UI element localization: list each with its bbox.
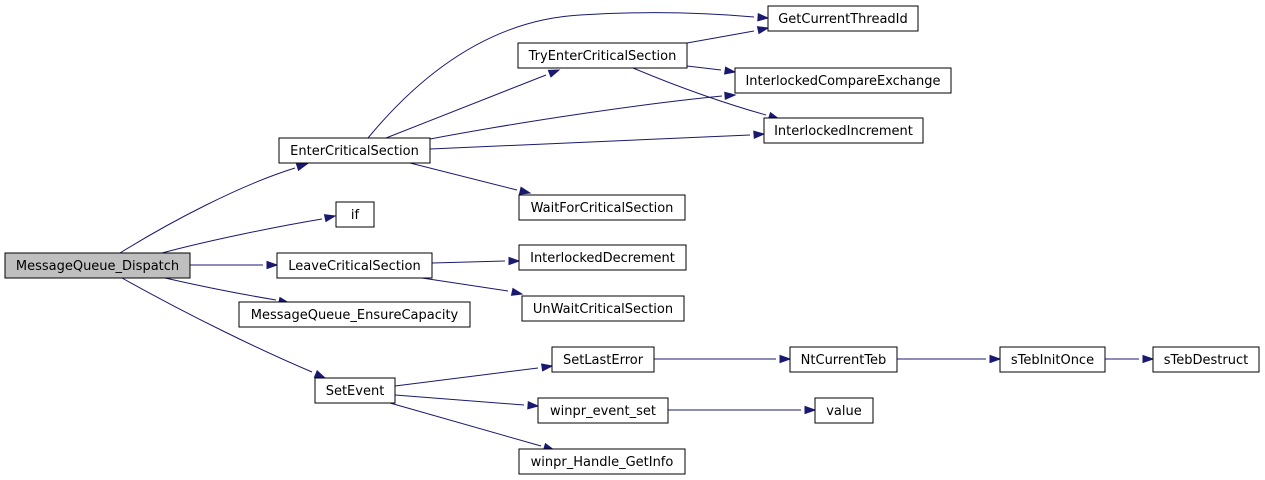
edge-line xyxy=(389,402,542,447)
arrowhead xyxy=(724,66,737,75)
node-s-teb-destruct[interactable]: sTebDestruct xyxy=(1152,346,1260,373)
edge-leave-critical-section-to-interlocked-decrement xyxy=(431,256,521,266)
edge-line xyxy=(161,218,323,254)
edge-set-event-to-winpr-event-set xyxy=(394,394,540,410)
edge-line xyxy=(686,65,722,71)
node-get-current-thread-id[interactable]: GetCurrentThreadId xyxy=(767,5,919,32)
edge-try-enter-critical-section-to-get-current-thread-id xyxy=(686,26,770,44)
node-try-enter-critical-section[interactable]: TryEnterCriticalSection xyxy=(517,42,688,69)
edge-message-queue-dispatch-to-enter-critical-section xyxy=(119,163,309,254)
edge-line xyxy=(421,277,509,292)
edge-line xyxy=(429,95,723,140)
arrowhead xyxy=(724,91,737,100)
node-label: InterlockedCompareExchange xyxy=(745,74,940,89)
node-label: WaitForCriticalSection xyxy=(531,201,674,216)
node-label: EnterCriticalSection xyxy=(290,144,419,159)
node-label: winpr_event_set xyxy=(550,404,656,419)
arrowhead xyxy=(753,130,766,139)
edge-try-enter-critical-section-to-interlocked-compare-exchange xyxy=(686,65,737,75)
edge-line xyxy=(164,277,277,301)
edge-s-teb-init-once-to-s-teb-destruct xyxy=(1105,354,1155,364)
edge-message-queue-dispatch-to-leave-critical-section xyxy=(190,260,279,270)
node-label: MessageQueue_Dispatch xyxy=(16,259,179,274)
node-winpr-event-set[interactable]: winpr_event_set xyxy=(537,397,669,424)
arrowhead xyxy=(266,260,279,270)
edge-line xyxy=(429,134,751,150)
node-label: sTebDestruct xyxy=(1164,353,1248,368)
node-set-last-error[interactable]: SetLastError xyxy=(551,346,655,373)
arrowhead xyxy=(804,405,817,415)
arrowhead xyxy=(295,163,309,172)
node-label: InterlockedIncrement xyxy=(774,124,913,139)
edge-enter-critical-section-to-wait-for-critical-section xyxy=(409,162,532,195)
edge-message-queue-dispatch-to-set-event xyxy=(121,277,327,379)
edge-winpr-event-set-to-value xyxy=(668,405,817,415)
edge-line xyxy=(119,167,296,254)
arrowhead xyxy=(779,354,792,364)
arrowhead xyxy=(989,354,1002,364)
edge-line xyxy=(632,67,767,116)
node-set-event[interactable]: SetEvent xyxy=(314,377,396,404)
node-label: UnWaitCriticalSection xyxy=(533,302,673,317)
node-label: NtCurrentTeb xyxy=(801,353,887,368)
arrowhead xyxy=(508,256,521,266)
edge-leave-critical-section-to-un-wait-critical-section xyxy=(421,277,524,296)
edge-line xyxy=(409,162,518,191)
edge-enter-critical-section-to-interlocked-compare-exchange xyxy=(429,91,737,140)
node-wait-for-critical-section[interactable]: WaitForCriticalSection xyxy=(518,194,686,221)
arrowhead xyxy=(527,401,540,410)
node-label: value xyxy=(826,404,862,419)
edge-enter-critical-section-to-get-current-thread-id xyxy=(367,12,770,139)
edge-enter-critical-section-to-try-enter-critical-section xyxy=(385,69,561,139)
arrowhead xyxy=(756,26,770,35)
node-label: sTebInitOnce xyxy=(1011,353,1094,368)
node-label: LeaveCriticalSection xyxy=(288,259,420,274)
node-label: MessageQueue_EnsureCapacity xyxy=(251,308,459,323)
edge-set-last-error-to-nt-current-teb xyxy=(654,354,792,364)
edge-set-event-to-winpr-handle-get-info xyxy=(389,402,556,451)
node-label: TryEnterCriticalSection xyxy=(528,49,677,64)
node-label: SetEvent xyxy=(326,384,385,399)
arrowhead xyxy=(323,214,337,223)
edge-message-queue-dispatch-to-if xyxy=(161,214,337,254)
arrowhead xyxy=(313,369,327,379)
node-un-wait-critical-section[interactable]: UnWaitCriticalSection xyxy=(521,295,685,322)
node-interlocked-increment[interactable]: InterlockedIncrement xyxy=(763,117,924,144)
edge-set-event-to-set-last-error xyxy=(394,363,554,387)
arrowhead xyxy=(757,13,770,22)
node-interlocked-decrement[interactable]: InterlockedDecrement xyxy=(518,244,687,271)
node-winpr-handle-get-info[interactable]: winpr_Handle_GetInfo xyxy=(518,448,686,475)
node-value[interactable]: value xyxy=(814,397,874,424)
edge-line xyxy=(394,394,525,406)
edge-line xyxy=(121,277,313,373)
edge-line xyxy=(686,30,755,44)
arrowhead xyxy=(1142,354,1155,364)
node-label: if xyxy=(351,208,360,223)
node-nt-current-teb[interactable]: NtCurrentTeb xyxy=(789,346,898,373)
node-interlocked-compare-exchange[interactable]: InterlockedCompareExchange xyxy=(734,67,952,94)
call-edges xyxy=(119,12,1155,451)
node-label: winpr_Handle_GetInfo xyxy=(531,455,674,470)
node-label: InterlockedDecrement xyxy=(530,251,675,266)
node-if[interactable]: if xyxy=(335,201,375,228)
node-message-queue-dispatch[interactable]: MessageQueue_Dispatch xyxy=(4,252,191,279)
node-enter-critical-section[interactable]: EnterCriticalSection xyxy=(278,137,431,164)
arrowhead xyxy=(510,287,524,296)
edge-line xyxy=(394,367,539,387)
edge-line xyxy=(367,12,755,139)
node-label: GetCurrentThreadId xyxy=(778,12,908,27)
node-s-teb-init-once[interactable]: sTebInitOnce xyxy=(999,346,1106,373)
edge-nt-current-teb-to-s-teb-init-once xyxy=(897,354,1002,364)
arrowhead xyxy=(518,186,532,195)
edge-line xyxy=(431,260,506,264)
edge-line xyxy=(385,74,547,139)
edge-enter-critical-section-to-interlocked-increment xyxy=(429,130,766,150)
node-label: SetLastError xyxy=(563,353,644,368)
arrowhead xyxy=(541,363,554,372)
node-message-queue-ensure-capacity[interactable]: MessageQueue_EnsureCapacity xyxy=(238,301,471,328)
edge-message-queue-dispatch-to-message-queue-ensure-capacity xyxy=(164,277,291,305)
node-leave-critical-section[interactable]: LeaveCriticalSection xyxy=(276,252,433,279)
arrowhead xyxy=(547,69,561,78)
